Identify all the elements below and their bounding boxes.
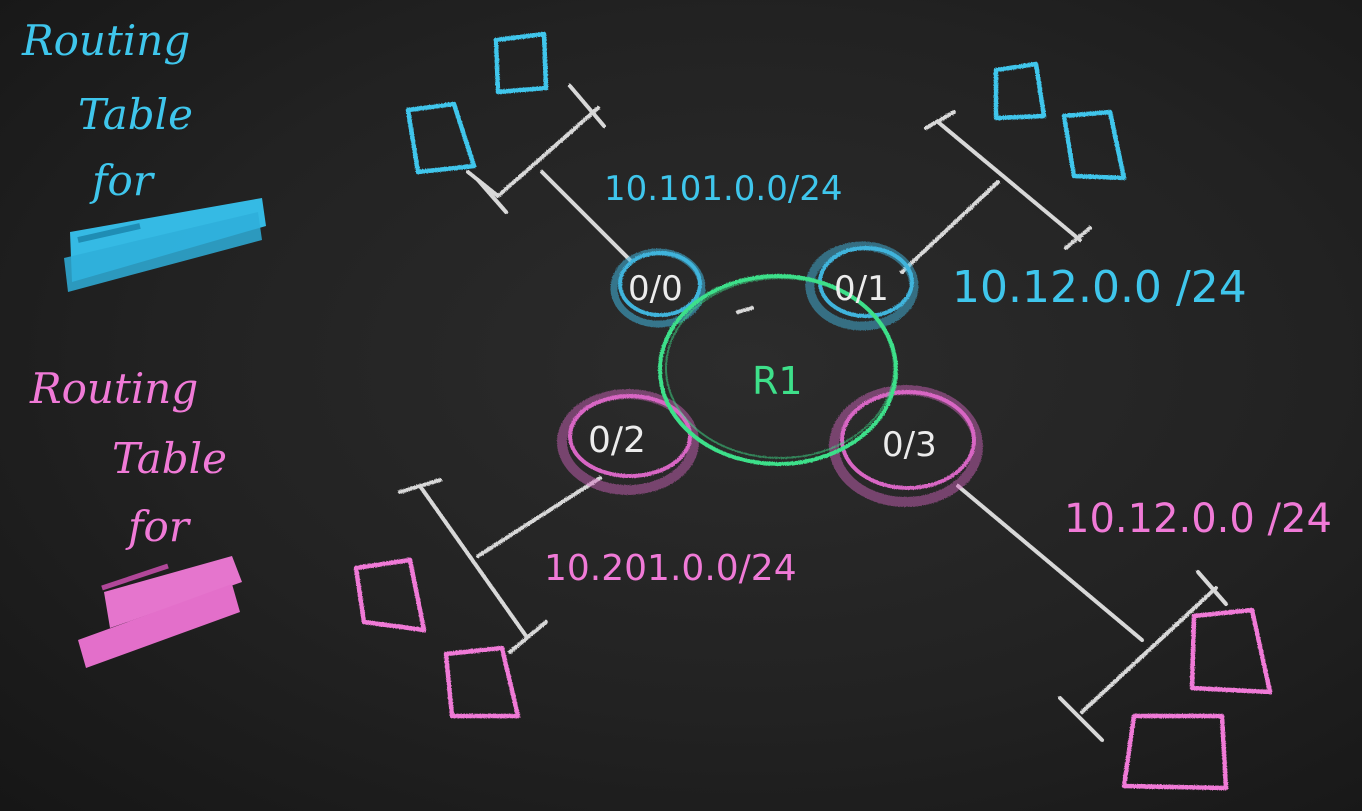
link-0-2-to-segment (476, 476, 602, 558)
segment-drop (466, 170, 500, 198)
host-square (405, 101, 477, 175)
blue-routing-table-title-line2: Table (78, 90, 193, 139)
segment-cap (398, 478, 442, 494)
segment-cap (1064, 226, 1092, 250)
host-square (443, 645, 521, 719)
link-0-1-to-segment (900, 180, 1000, 274)
interface-label-0-3: 0/3 (882, 425, 937, 465)
interface-0-3 (829, 385, 983, 507)
link-0-3-to-segment (956, 484, 1144, 642)
segment-bar-top-left (496, 106, 600, 198)
pink-highlighter-blank (78, 556, 242, 668)
host-square (493, 31, 549, 95)
interface-0-2 (557, 389, 699, 495)
host-square (353, 557, 427, 633)
host-square (1061, 109, 1127, 181)
blue-routing-table-title: Routing (22, 20, 190, 62)
segment-bar-bottom-right (1080, 586, 1218, 714)
router-label: R1 (752, 359, 803, 403)
pink-routing-table-title-line3: for (128, 502, 189, 551)
blue-title-line-1: Routing (22, 16, 191, 65)
pink-routing-table-title-line2: Table (112, 434, 227, 483)
segment-cap (1196, 570, 1228, 606)
segment-cap (924, 110, 956, 130)
pink-routing-table-title: Routing (30, 364, 199, 413)
host-square (1121, 713, 1229, 791)
segment-bar-bottom-left (418, 484, 528, 638)
blue-highlighter-blank (64, 198, 266, 292)
link-lines (398, 84, 1228, 742)
network-label-bottom-right: 10.12.0.0 /24 (1064, 496, 1332, 542)
segment-cap (1058, 696, 1104, 742)
host-square (993, 61, 1047, 121)
segment-cap (508, 620, 548, 654)
interface-label-0-2: 0/2 (588, 420, 646, 461)
hosts-pink (353, 557, 1273, 791)
segment-bar-top-right (936, 120, 1082, 242)
link-0-0-to-segment (540, 170, 634, 264)
segment-cap (568, 84, 606, 128)
router-r1 (658, 274, 898, 466)
network-label-top-right: 10.12.0.0 /24 (952, 262, 1247, 313)
interface-label-0-0: 0/0 (628, 269, 683, 309)
host-square (1189, 607, 1273, 695)
network-label-bottom-left: 10.201.0.0/24 (544, 548, 797, 589)
interface-label-0-1: 0/1 (834, 269, 889, 309)
blue-routing-table-title-line3: for (92, 156, 153, 205)
network-label-top-left: 10.101.0.0/24 (604, 169, 843, 209)
interface-0-0 (610, 248, 706, 328)
hosts-blue (405, 31, 1127, 181)
